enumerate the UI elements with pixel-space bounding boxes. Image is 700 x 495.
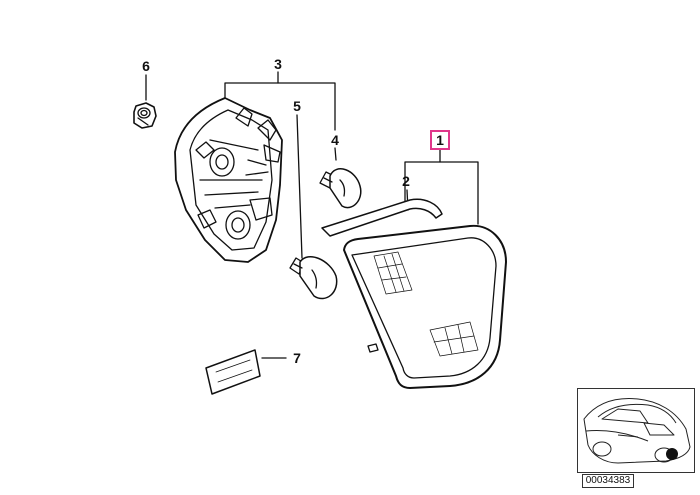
gasket-part-2 (321, 198, 443, 237)
nut-part-6 (133, 102, 157, 129)
callout-4: 4 (331, 132, 339, 148)
location-marker-icon (666, 448, 678, 460)
callout-7: 7 (293, 350, 301, 366)
vehicle-location-thumbnail (577, 388, 695, 473)
callout-3: 3 (274, 56, 282, 72)
bulb-part-4 (319, 168, 362, 209)
leader-lines (145, 71, 479, 359)
tail-light-lens-part-1 (343, 224, 507, 389)
reference-code: 00034383 (582, 474, 634, 488)
callout-5: 5 (293, 98, 301, 114)
callout-1-label: 1 (436, 132, 444, 148)
callout-6: 6 (142, 58, 150, 74)
callout-1-highlighted: 1 (430, 130, 450, 150)
sticker-part-7 (205, 349, 261, 395)
car-outline-icon (583, 398, 691, 464)
callout-2: 2 (402, 173, 410, 189)
bulb-holder-part-3 (174, 97, 283, 263)
bulb-part-5 (289, 256, 338, 300)
